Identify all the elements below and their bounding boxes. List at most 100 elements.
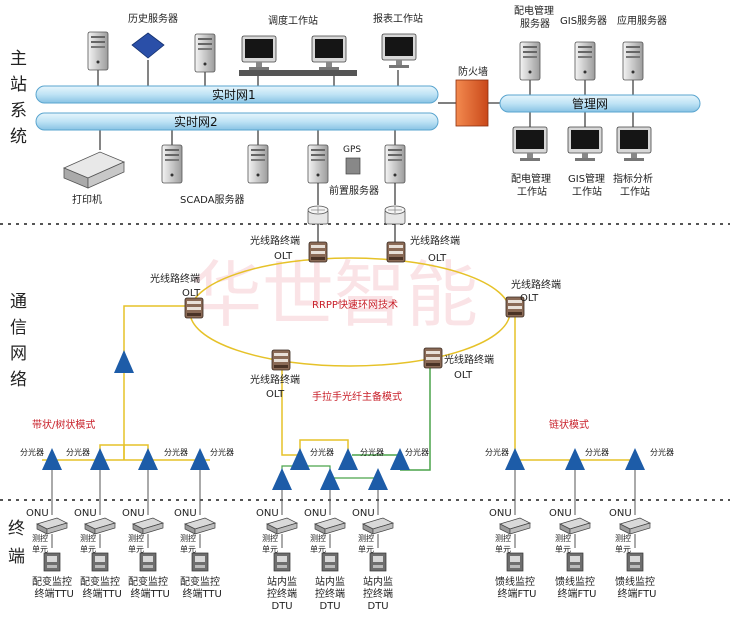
onu-label: ONU [256,508,279,519]
onu-label: ONU [352,508,375,519]
measure-unit-icon [273,552,291,572]
gis-server-label: GIS服务器 [560,14,607,27]
splitter-label: 分光器 [485,447,509,457]
onu-icon [499,517,531,535]
measure-unit-label-2: 单元 [262,544,278,554]
terminal-ftu-label-2: 终端FTU [498,587,537,600]
onu-label: ONU [174,508,197,519]
printer-label: 打印机 [72,193,102,206]
dispatch-workstation: 调度工作站 [239,14,357,76]
section-title-comm-network: 通 信 网 络 [10,292,27,390]
server-icon [574,41,596,81]
printer: 打印机 [62,151,126,206]
olt-bottom-right: 光线路终端 OLT [423,347,494,381]
measure-unit-label-2: 单元 [358,544,374,554]
terminal-ftu-label-1: 馈线监控 [615,575,655,588]
bus-realtime2-label: 实时网2 [174,114,218,129]
terminal-drops [51,470,636,515]
olt-left: 光线路终端 OLT [150,272,204,319]
olt-name-label: 光线路终端 [410,234,460,247]
olt-name-label: 光线路终端 [444,353,494,366]
measure-unit-label-1: 测控 [32,533,48,543]
dms-ws-label-2: 工作站 [517,185,547,198]
terminal-ttu-label-2: 终端TTU [35,587,74,600]
dms-ws-label-1: 配电管理 [511,172,551,185]
gps-icon [345,157,361,175]
dispatch-ws-label: 调度工作站 [268,14,318,27]
firewall-label: 防火墙 [458,65,488,78]
splitter-icon [90,448,110,470]
splitter-label: 分光器 [650,447,674,457]
splitter-icon [565,448,585,470]
measure-unit-label-1: 测控 [262,533,278,543]
olt-icon [308,241,328,263]
bus-realtime1: 实时网1 [35,85,439,104]
splitter-icon [505,448,525,470]
report-workstation: 报表工作站 [373,12,423,69]
measure-unit-icon [43,552,61,572]
onu-icon [84,517,116,535]
terminal-ttu-label-1: 配变监控 [180,575,220,588]
monitor-icon [567,126,603,162]
gis-workstation: GIS管理 工作站 [567,126,605,198]
olt-icon [386,241,406,263]
measure-unit-icon [191,552,209,572]
splitter-icon [114,350,134,373]
onu-icon [36,517,68,535]
comm-char-1: 通 [10,292,27,312]
bus-realtime1-label: 实时网1 [212,87,256,102]
splitter-label: 分光器 [66,447,90,457]
splitter-label: 分光器 [585,447,609,457]
olt-icon [423,347,443,369]
splitter-label: 分光器 [310,447,334,457]
olt-top-right: 光线路终端 OLT [386,234,460,264]
splitters [42,350,645,490]
measure-unit-label-2: 单元 [495,544,511,554]
terminal-dtu-label-1: 站内监 [315,575,345,588]
splitter-icon [190,448,210,470]
olt-top-left: 光线路终端 OLT [250,234,328,263]
terminal-char-2: 端 [8,547,25,567]
olt-label: OLT [428,253,447,264]
onu-icon [266,517,298,535]
main-station-char-4: 统 [10,127,27,147]
terminal-dtu-label-2: 控终端 [315,587,345,600]
onu-icon [132,517,164,535]
onu-label: ONU [74,508,97,519]
splitter-icon [390,448,410,470]
splitter-icon [272,468,292,490]
rrpp-label: RRPP快速环网技术 [312,298,398,311]
dms-server-label-1: 配电管理 [514,4,554,17]
history-server-icon [131,32,165,59]
router-icon [307,205,329,225]
measure-unit-label-1: 测控 [358,533,374,543]
server-icon [87,31,109,71]
measure-unit-icon [369,552,387,572]
bus-management: 管理网 [499,94,701,113]
chain-mode-label: 链状模式 [549,418,589,431]
terminal-dtu-label-2: 控终端 [267,587,297,600]
terminal-dtu-label-3: DTU [368,601,389,612]
olt-label: OLT [454,370,473,381]
main-station-char-2: 站 [10,75,27,95]
onu-label: ONU [609,508,632,519]
frontend-servers: GPS 前置服务器 [307,144,406,225]
terminal-ttu-label-2: 终端TTU [131,587,170,600]
splitter-icon [42,448,62,470]
measure-unit-label-1: 测控 [555,533,571,543]
index-workstation: 指标分析 工作站 [613,126,653,198]
onu-icon [559,517,591,535]
onu-icon [314,517,346,535]
terminal-ttu-label-1: 配变监控 [32,575,72,588]
server-icon [519,41,541,81]
olt-label: OLT [520,293,539,304]
measure-unit-icon [566,552,584,572]
master-connectors [97,60,634,150]
measure-unit-label-1: 测控 [310,533,326,543]
history-server-label: 历史服务器 [128,12,178,25]
measure-unit-label-1: 测控 [128,533,144,543]
terminal-ftu-label-2: 终端FTU [558,587,597,600]
terminal-ttu-label-1: 配变监控 [128,575,168,588]
bus-management-label: 管理网 [572,96,608,111]
